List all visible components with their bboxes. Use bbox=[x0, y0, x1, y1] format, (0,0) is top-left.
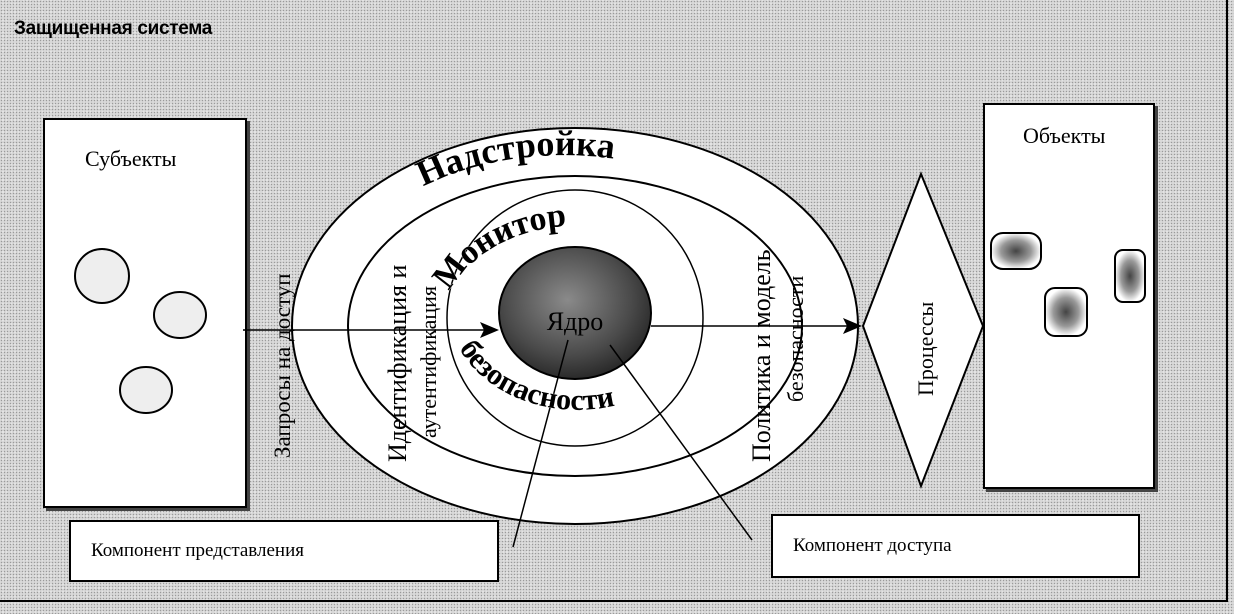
subject-circle bbox=[153, 291, 207, 339]
policy-label-line1: Политика и модель bbox=[747, 249, 776, 462]
processes-label: Процессы bbox=[913, 301, 938, 396]
object-shape bbox=[1114, 249, 1146, 303]
subjects-box: Субъекты bbox=[43, 118, 247, 508]
processes-arrowhead bbox=[843, 318, 862, 334]
diagram-title: Защищенная система bbox=[14, 18, 213, 39]
requests-arrowhead bbox=[480, 322, 499, 338]
processes-diamond bbox=[861, 171, 985, 489]
access-component-label: Компонент доступа bbox=[793, 535, 952, 556]
subject-circle bbox=[74, 248, 130, 304]
presentation-component-label: Компонент представления bbox=[91, 540, 305, 561]
objects-title: Объекты bbox=[1023, 123, 1106, 148]
core-label: Ядро bbox=[547, 307, 604, 336]
policy-label-line2: безопасности bbox=[783, 275, 808, 402]
object-shape bbox=[1044, 287, 1088, 337]
presentation-callout-line bbox=[512, 339, 569, 548]
ident-label-line2: аутентификация bbox=[416, 286, 441, 438]
frame-bottom-edge bbox=[0, 600, 1228, 602]
subjects-title: Субъекты bbox=[85, 146, 177, 171]
requests-label: Запросы на доступ bbox=[270, 273, 295, 458]
access-callout-line bbox=[609, 344, 753, 541]
subject-circle bbox=[119, 366, 173, 414]
core-kernel bbox=[498, 246, 652, 380]
frame-right-edge bbox=[1226, 0, 1228, 600]
access-component-box: Компонент доступа bbox=[771, 514, 1140, 578]
ident-label-line1: Идентификация и bbox=[383, 264, 412, 462]
object-shape bbox=[990, 232, 1042, 270]
presentation-component-box: Компонент представления bbox=[69, 520, 499, 582]
